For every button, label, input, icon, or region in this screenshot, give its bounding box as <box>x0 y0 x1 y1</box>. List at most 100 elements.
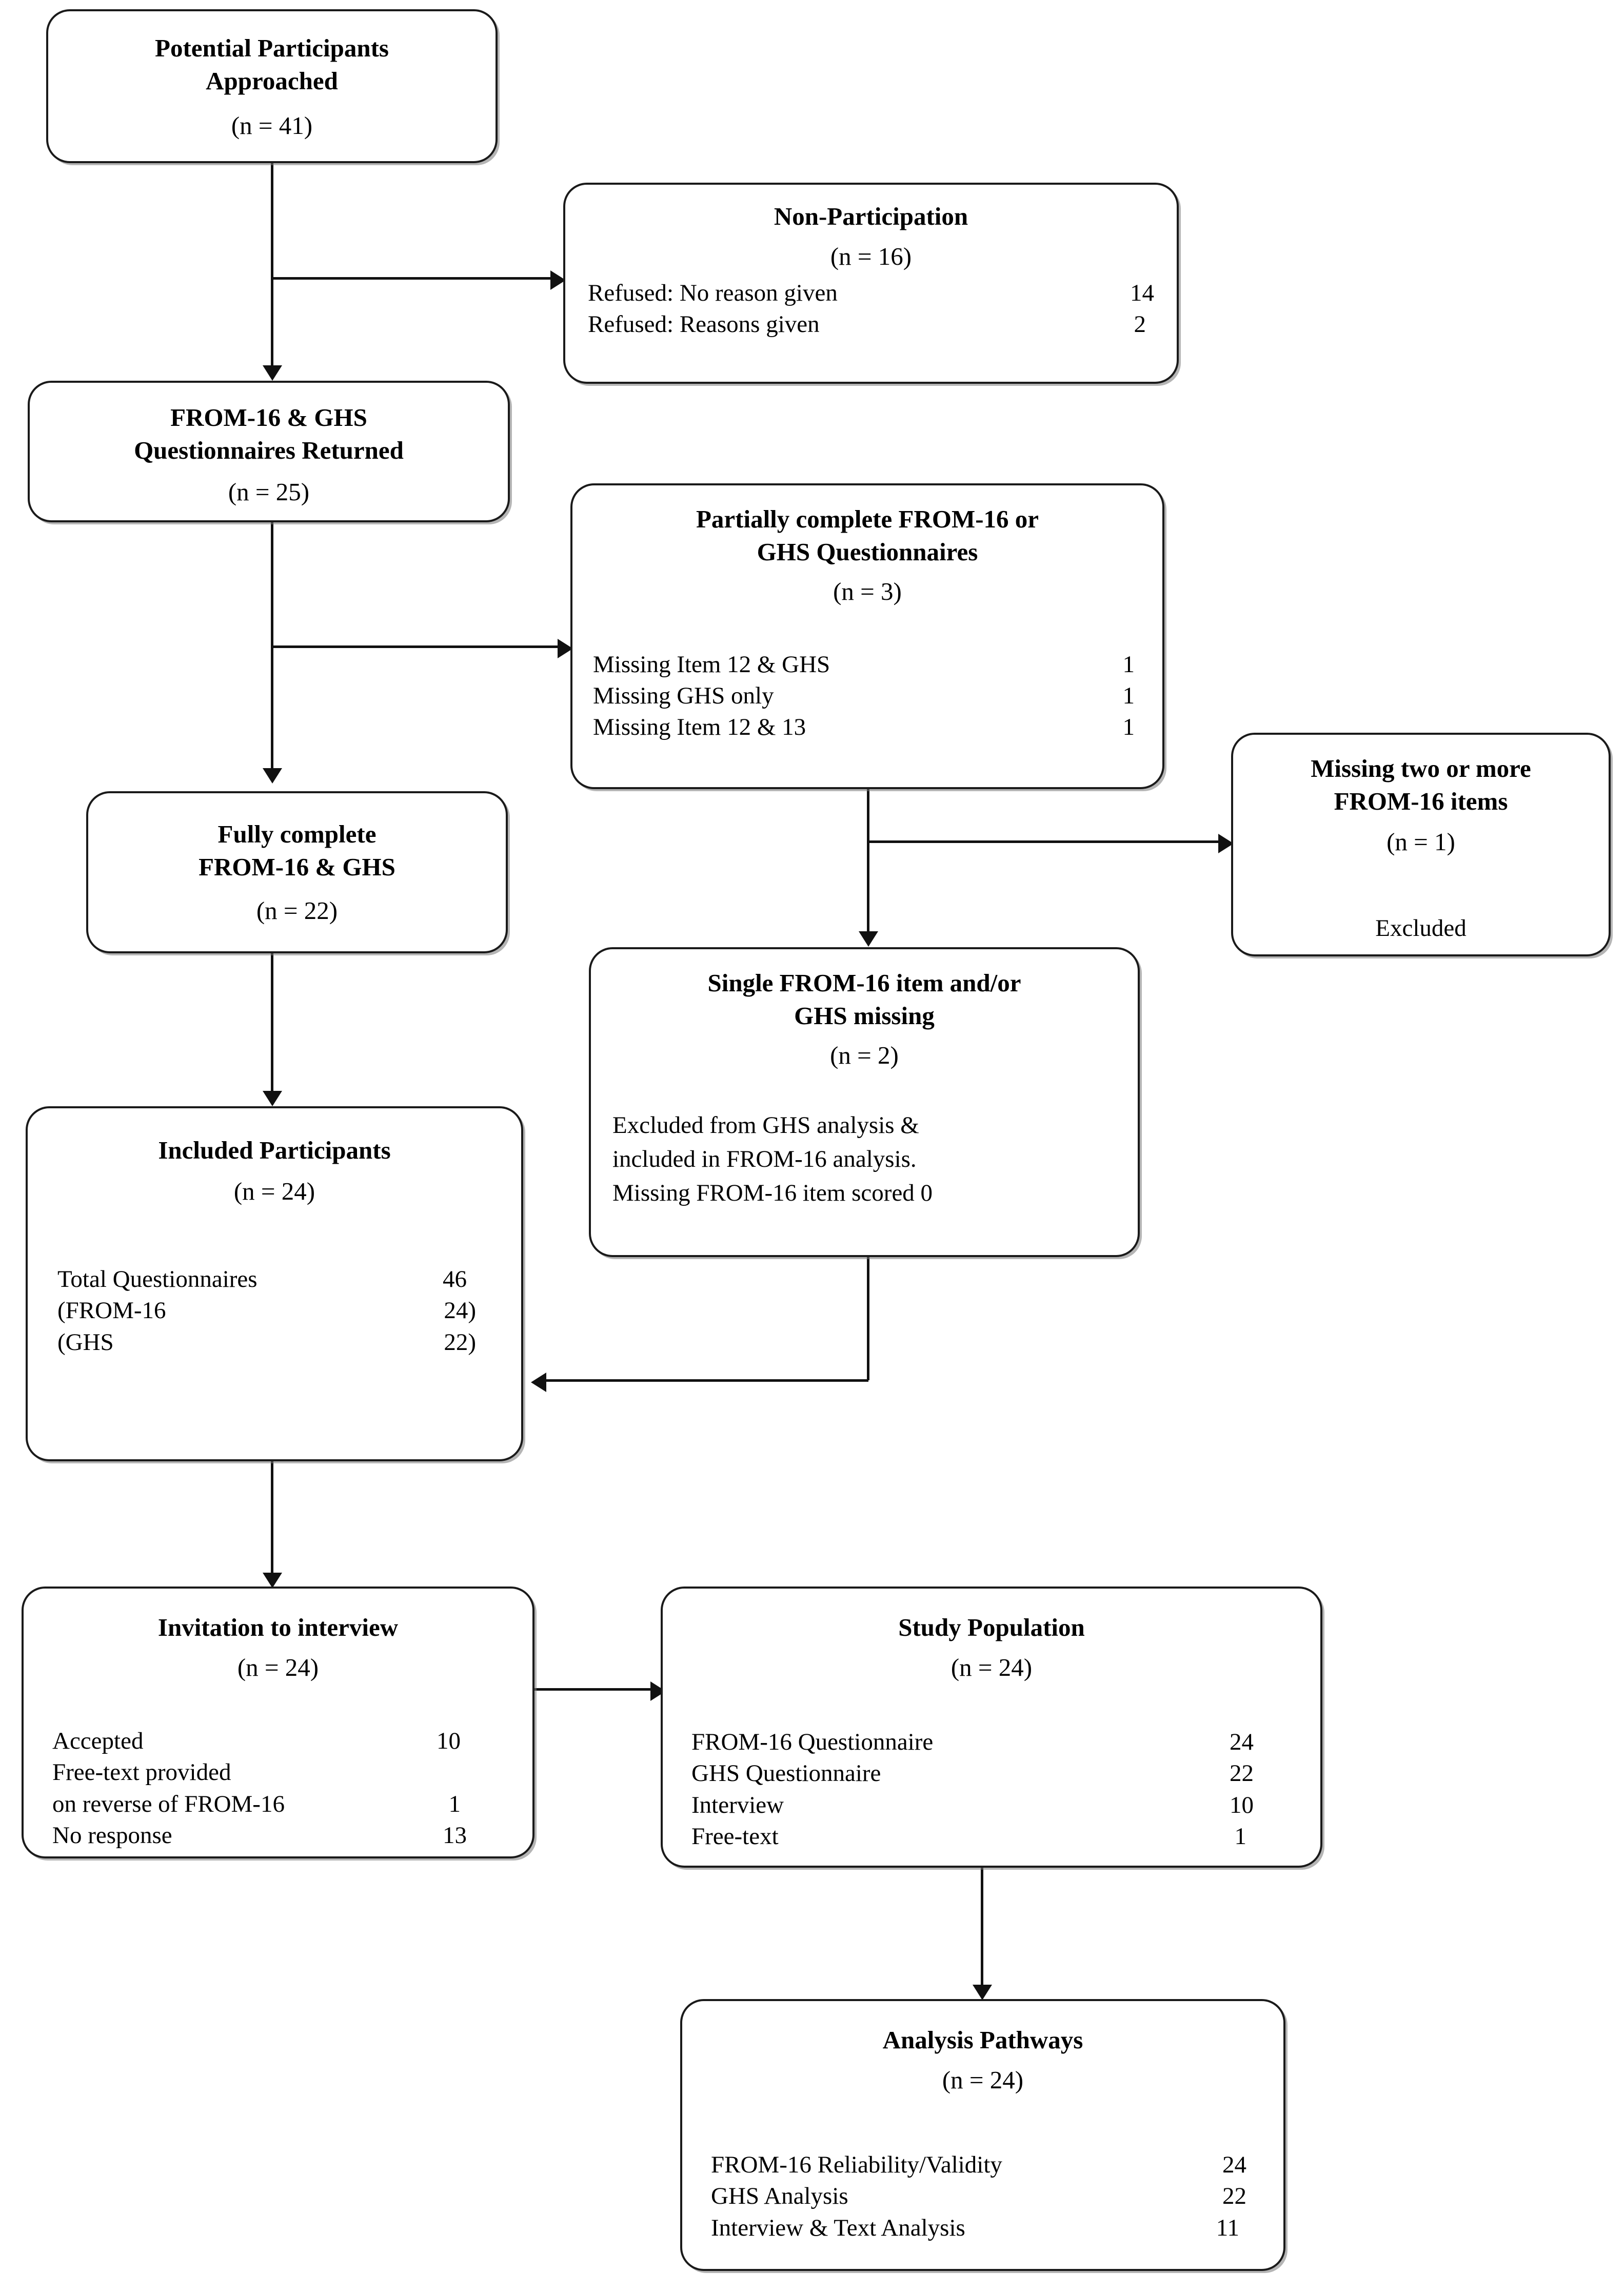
node-title: Potential Participants Approached <box>155 34 389 95</box>
row-value: 22 <box>1222 2183 1246 2210</box>
table-row: FROM-16 Questionnaire 24 <box>691 1727 1292 1758</box>
connector-single-missing-down <box>867 1257 869 1380</box>
node-study-population[interactable]: Study Population (n = 24) FROM-16 Questi… <box>661 1587 1322 1868</box>
node-title: Included Participants <box>158 1136 391 1164</box>
row-value: 14 <box>1130 280 1154 307</box>
connector-included-to-invitation <box>271 1461 273 1584</box>
row-value: 22) <box>444 1328 476 1356</box>
node-invitation-to-interview[interactable]: Invitation to interview (n = 24) Accepte… <box>22 1587 534 1858</box>
node-potential-participants-approached[interactable]: Potential Participants Approached (n = 4… <box>46 9 498 163</box>
node-non-participation[interactable]: Non-Participation (n = 16) Refused: No r… <box>563 183 1179 384</box>
arrowhead-to-included <box>263 1091 282 1106</box>
node-title: Study Population <box>898 1613 1085 1641</box>
table-row: (GHS 22) <box>57 1327 491 1358</box>
row-value: 1 <box>1122 651 1135 678</box>
node-title: Missing two or more FROM-16 items <box>1311 754 1531 815</box>
row-value: 10 <box>437 1728 461 1755</box>
connector-invitation-to-study <box>531 1688 654 1691</box>
body-line: Missing FROM-16 item scored 0 <box>612 1179 933 1206</box>
row-label: Accepted <box>52 1728 144 1755</box>
arrowhead-to-analysis-pathways <box>973 1985 992 2000</box>
table-row: Accepted 10 <box>52 1726 504 1757</box>
node-title: Analysis Pathways <box>882 2026 1083 2054</box>
node-count: (n = 2) <box>830 1041 899 1070</box>
connector-partial-to-missing-two <box>867 840 1221 843</box>
node-title: Single FROM-16 item and/or GHS missing <box>707 969 1021 1030</box>
table-row: Free-text provided <box>52 1757 504 1788</box>
table-row: FROM-16 Reliability/Validity 24 <box>711 2149 1255 2181</box>
connector-returned-trunk <box>271 522 273 779</box>
row-value: 1 <box>1122 682 1135 710</box>
node-analysis-pathways[interactable]: Analysis Pathways (n = 24) FROM-16 Relia… <box>680 1999 1285 2271</box>
node-title: Fully complete FROM-16 & GHS <box>199 820 395 881</box>
arrowhead-to-returned <box>263 365 282 381</box>
table-row: GHS Questionnaire 22 <box>691 1758 1292 1789</box>
row-label: Refused: Reasons given <box>588 311 820 338</box>
arrowhead-into-included <box>531 1373 546 1392</box>
row-label: (GHS <box>57 1328 114 1356</box>
connector-returned-to-partial <box>271 645 560 648</box>
row-value: 24 <box>1222 2151 1246 2179</box>
table-row: Missing Item 12 & 13 1 <box>593 712 1142 743</box>
table-row: (FROM-16 24) <box>57 1295 491 1326</box>
row-value: 1 <box>1122 714 1135 741</box>
row-value: 10 <box>1230 1791 1254 1818</box>
row-label: on reverse of FROM-16 <box>52 1790 285 1817</box>
row-label: Free-text <box>691 1823 779 1850</box>
row-label: Free-text provided <box>52 1759 231 1786</box>
row-value: 1 <box>1234 1823 1247 1850</box>
row-label: FROM-16 Questionnaire <box>691 1729 934 1756</box>
body-line: included in FROM-16 analysis. <box>612 1145 917 1172</box>
table-row: No response 13 <box>52 1820 504 1851</box>
table-row: GHS Analysis 22 <box>711 2181 1255 2212</box>
table-row: on reverse of FROM-16 1 <box>52 1789 504 1820</box>
table-row: Interview & Text Analysis 11 <box>711 2212 1255 2244</box>
table-row: Missing Item 12 & GHS 1 <box>593 649 1142 680</box>
row-label: No response <box>52 1822 172 1849</box>
row-label: Refused: No reason given <box>588 280 838 307</box>
single-missing-body: Excluded from GHS analysis & included in… <box>612 1109 1116 1210</box>
table-row: Interview 10 <box>691 1790 1292 1821</box>
study-population-rows: FROM-16 Questionnaire 24 GHS Questionnai… <box>691 1727 1292 1852</box>
connector-approached-to-nonparticipation <box>271 277 553 280</box>
connector-fully-to-included <box>271 953 273 1102</box>
arrowhead-to-invitation <box>263 1573 282 1588</box>
row-value: 2 <box>1134 311 1146 338</box>
non-participation-rows: Refused: No reason given 14 Refused: Rea… <box>588 278 1154 340</box>
node-count: (n = 24) <box>237 1653 319 1681</box>
row-label: Missing GHS only <box>593 682 774 710</box>
node-count: (n = 25) <box>228 478 310 506</box>
node-single-missing[interactable]: Single FROM-16 item and/or GHS missing (… <box>589 947 1140 1257</box>
arrowhead-to-fully-complete <box>263 768 282 784</box>
node-count: (n = 3) <box>833 577 902 606</box>
row-label: Interview <box>691 1791 784 1818</box>
body-line: Excluded from GHS analysis & <box>612 1112 919 1139</box>
partially-complete-rows: Missing Item 12 & GHS 1 Missing GHS only… <box>593 649 1142 743</box>
table-row: Refused: No reason given 14 <box>588 278 1154 309</box>
row-label: (FROM-16 <box>57 1297 166 1324</box>
connector-study-to-analysis <box>981 1868 983 1996</box>
row-label: FROM-16 Reliability/Validity <box>711 2151 1002 2179</box>
node-missing-two-or-more[interactable]: Missing two or more FROM-16 items (n = 1… <box>1231 733 1611 956</box>
node-fully-complete[interactable]: Fully complete FROM-16 & GHS (n = 22) <box>86 791 508 953</box>
analysis-pathways-rows: FROM-16 Reliability/Validity 24 GHS Anal… <box>711 2149 1255 2243</box>
node-count: (n = 41) <box>231 111 313 140</box>
row-value: 46 <box>443 1266 467 1293</box>
table-row: Refused: Reasons given 2 <box>588 309 1154 340</box>
node-count: (n = 24) <box>233 1177 315 1205</box>
row-value: 11 <box>1216 2214 1239 2241</box>
node-count: (n = 16) <box>830 242 912 270</box>
node-count: (n = 22) <box>256 896 338 925</box>
table-row: Total Questionnaires 46 <box>57 1264 491 1295</box>
row-label: Total Questionnaires <box>57 1266 258 1293</box>
node-partially-complete[interactable]: Partially complete FROM-16 or GHS Questi… <box>570 483 1164 789</box>
node-questionnaires-returned[interactable]: FROM-16 & GHS Questionnaires Returned (n… <box>28 381 510 522</box>
row-value: 24) <box>444 1297 476 1324</box>
node-title: Partially complete FROM-16 or GHS Questi… <box>696 505 1039 566</box>
row-value: 1 <box>448 1790 461 1817</box>
node-count: (n = 24) <box>942 2065 1024 2094</box>
node-included-participants[interactable]: Included Participants (n = 24) Total Que… <box>26 1106 523 1461</box>
node-count: (n = 24) <box>950 1653 1033 1681</box>
invitation-rows: Accepted 10 Free-text provided on revers… <box>52 1726 504 1851</box>
